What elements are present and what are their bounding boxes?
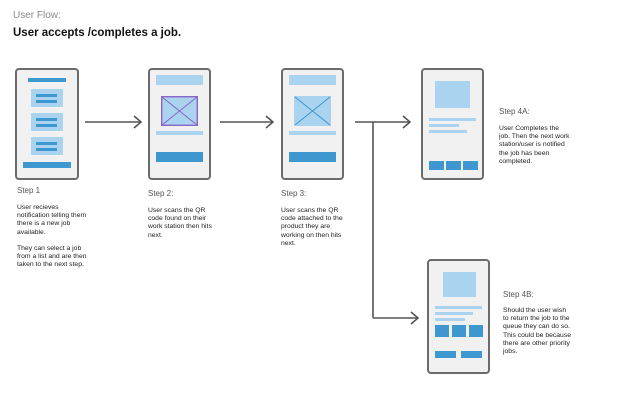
job-list-item (31, 137, 63, 155)
step-4a-title: Step 4A: (499, 107, 530, 116)
diagram-kicker: User Flow: (13, 10, 61, 21)
diagram-title: User accepts /completes a job. (13, 27, 182, 39)
phone-step-1 (15, 68, 79, 180)
option-tile (469, 325, 483, 337)
job-list-item-line (36, 124, 57, 127)
job-list-item-line (36, 100, 57, 103)
step-2-title: Step 2: (148, 189, 174, 198)
arrow-right-icon (85, 115, 143, 129)
phone-step-2 (148, 68, 211, 180)
step-2-description: User scans the QR code found on their wo… (148, 207, 212, 239)
step-3-title: Step 3: (281, 189, 307, 198)
phone-step-4a (421, 68, 484, 180)
step-3-description: User scans the QR code attached to the p… (281, 207, 343, 247)
arrow-right-icon (355, 115, 412, 129)
phone-step-4b (427, 259, 490, 374)
job-list-item-line (36, 94, 57, 97)
list-header-bar (28, 78, 66, 82)
job-list-item-line (36, 148, 57, 151)
arrow-right-icon (220, 115, 275, 129)
job-list-item (31, 89, 63, 107)
next-button (23, 162, 71, 168)
phone-step-3 (281, 68, 344, 180)
step-4a-description: User Completes the job. Then the next wo… (499, 125, 570, 165)
text-line (429, 118, 476, 121)
text-line (289, 131, 336, 135)
step-1-description: User recieves notification telling them … (17, 204, 87, 269)
option-tile (435, 325, 449, 337)
job-list-item-line (36, 142, 57, 145)
header-bar (289, 75, 336, 85)
text-line (156, 131, 203, 135)
action-button (435, 351, 456, 358)
step-4b-description: Should the user wish to return the job t… (503, 307, 572, 356)
job-list-item-line (36, 118, 57, 121)
option-tile (452, 325, 466, 337)
text-line (429, 124, 459, 127)
action-button (463, 161, 478, 170)
next-button (156, 152, 203, 162)
text-line (429, 130, 467, 133)
action-button (446, 161, 461, 170)
header-bar (156, 75, 203, 85)
text-line (435, 306, 482, 309)
branch-connector (372, 122, 420, 325)
next-button (289, 152, 336, 162)
image-placeholder (435, 81, 470, 108)
step-4b-title: Step 4B: (503, 290, 534, 299)
step-1-title: Step 1 (17, 186, 41, 195)
qr-code-icon (294, 96, 331, 126)
text-line (435, 312, 473, 315)
image-placeholder (443, 272, 476, 297)
job-list-item (31, 113, 63, 131)
action-button (461, 351, 482, 358)
text-line (435, 318, 465, 321)
qr-code-icon (161, 96, 198, 126)
action-button (429, 161, 444, 170)
